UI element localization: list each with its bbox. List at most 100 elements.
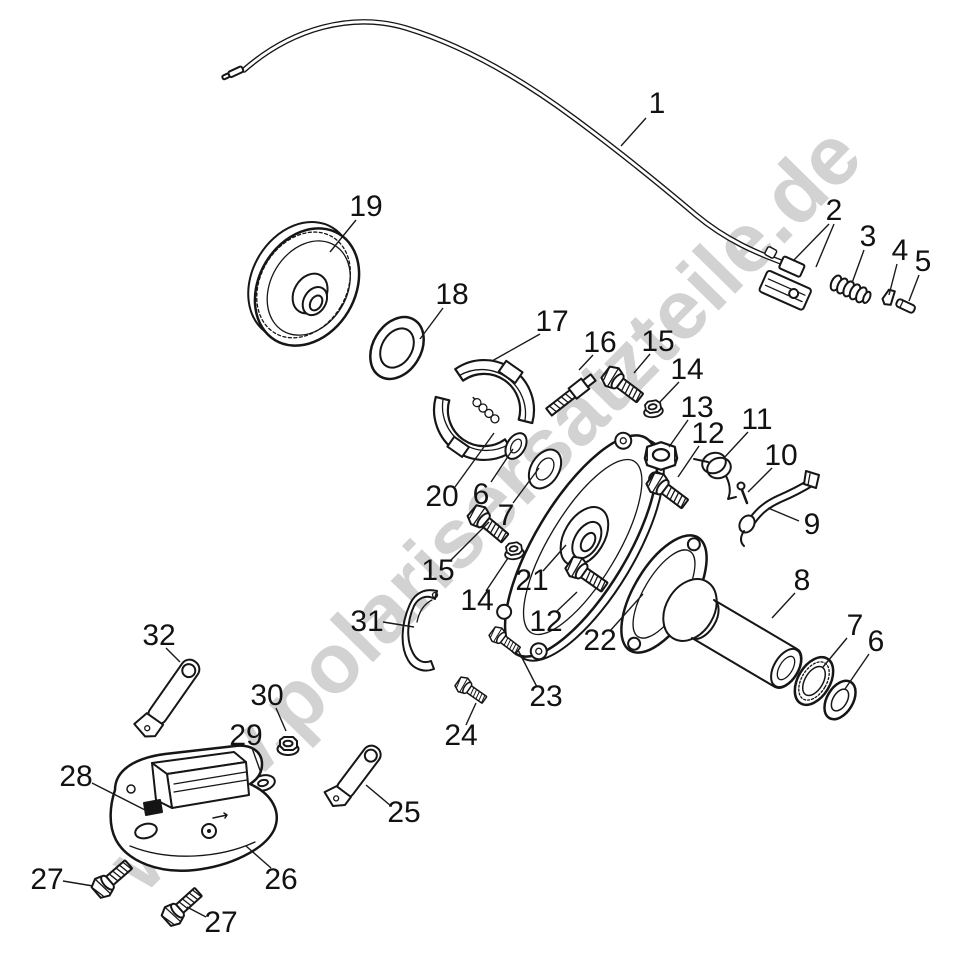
part-9-brake-lever [738,470,820,547]
callout-label-28: 28 [59,760,93,793]
callout-label-7: 7 [497,499,515,532]
part-8-axle-tube [691,599,803,689]
leader-line-29 [251,747,262,774]
leader-line-22 [609,593,644,632]
leader-line-1 [620,117,647,147]
part-11-torsion-spring [693,451,737,500]
callout-label-13: 13 [680,391,714,424]
leader-line-24 [465,702,477,726]
leader-line-8 [771,592,796,619]
leader-line-31 [382,621,415,628]
callout-label-18: 18 [435,278,469,311]
part-32-lever [133,658,201,738]
leader-line-28 [91,782,150,813]
cable-tip [221,65,245,81]
leader-line-15 [449,521,490,562]
part-10-pin [736,481,749,505]
callout-label-27: 27 [30,863,64,896]
part-5-cable-end [895,298,916,314]
leader-line-27 [186,906,207,918]
leader-line-26 [245,845,272,869]
callout-label-32: 32 [142,619,176,652]
callout-label-6: 6 [472,478,490,511]
part-6-washer [823,679,857,721]
part-20-shoe-springs [472,396,500,424]
part-2-cable-clamp [758,255,812,311]
callout-label-12: 12 [529,605,563,638]
leader-line-11 [722,431,749,460]
part-16-adjuster-stud [545,373,597,417]
leader-line-27 [62,880,94,887]
callout-label-22: 22 [583,624,617,657]
callout-label-14: 14 [670,353,704,386]
leader-line-17 [491,333,541,362]
callout-label-15: 15 [421,554,455,587]
hub-boss [662,578,718,642]
part-4-pin [881,288,896,306]
callout-label-30: 30 [250,679,284,712]
callout-label-2: 2 [825,194,843,227]
leader-line-12 [677,445,700,478]
leader-line-5 [908,274,920,302]
callout-label-12: 12 [691,417,725,450]
leader-line-10 [747,467,773,493]
callout-label-6: 6 [867,625,885,658]
callout-label-11: 11 [741,403,773,436]
callout-label-4: 4 [891,234,909,267]
callout-label-25: 25 [387,796,421,829]
leader-line-14 [485,557,509,592]
part-26-housing [109,744,278,872]
callout-label-9: 9 [803,508,821,541]
leader-line-30 [275,707,287,732]
part-7-seal-left [527,448,563,490]
leader-line-19 [329,219,357,253]
leader-line-6 [844,653,870,690]
part-25-lever [323,744,382,807]
leader-line-32 [165,647,181,663]
callout-label-17: 17 [535,305,569,338]
leader-line-15 [633,353,651,374]
part-3-adjuster-spring [829,274,872,304]
callout-label-14: 14 [460,584,494,617]
leader-line-13 [668,419,689,448]
callout-label-29: 29 [229,719,263,752]
leader-line-14 [658,381,680,404]
callout-label-23: 23 [529,680,563,713]
leader-line-3 [851,249,865,284]
part-1-brake-cable [221,19,792,268]
callout-label-16: 16 [583,326,617,359]
leader-line-21 [542,544,567,572]
leader-line-9 [767,507,800,522]
leader-line-23 [517,649,538,688]
leader-line-20 [454,432,495,488]
callout-label-24: 24 [444,719,478,752]
leader-line-7 [822,637,848,668]
callout-label-15: 15 [641,325,675,358]
part-31-cable-guard [401,589,439,672]
callout-label-1: 1 [648,87,666,120]
leader-line-18 [419,307,444,340]
callout-label-26: 26 [264,863,298,896]
leader-line-4 [888,263,898,296]
callout-label-27: 27 [204,906,238,939]
callout-label-10: 10 [764,439,798,472]
part-19-brake-drum [247,221,361,347]
leader-line-16 [578,354,594,371]
leader-line-7 [512,467,540,504]
callout-label-21: 21 [515,564,549,597]
leader-line-6 [490,448,514,483]
leader-line-25 [365,784,392,807]
callout-label-19: 19 [349,190,383,223]
part-7-seal [793,655,835,707]
callout-label-20: 20 [425,480,459,513]
leader-line-2 [815,223,835,268]
callout-label-31: 31 [350,605,384,638]
part-18-seal-ring [369,315,425,381]
callout-label-3: 3 [859,220,877,253]
callout-label-8: 8 [793,564,811,597]
leader-line-2 [792,223,830,262]
callout-label-5: 5 [914,245,932,278]
leader-line-12 [555,591,578,613]
